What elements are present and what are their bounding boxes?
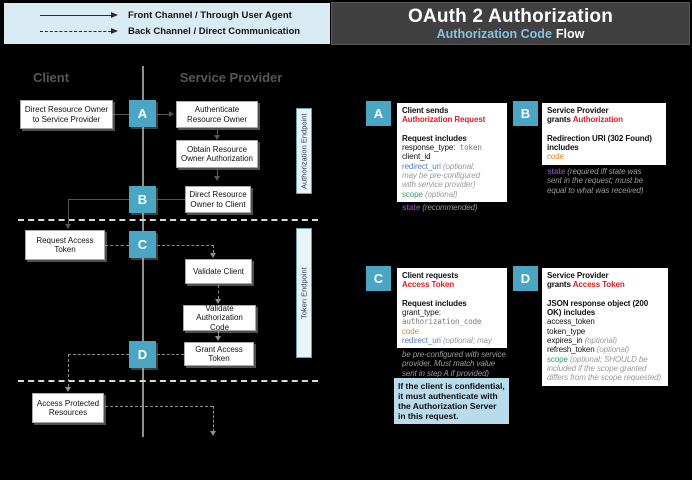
connector-d-down-to-access-resources [68, 354, 69, 387]
title-bar: OAuth 2 Authorization Authorization Code… [331, 2, 690, 45]
connector-a-to-authenticate [157, 114, 170, 115]
connector-final-down [213, 406, 214, 432]
step-validate-authorization-code: Validate Authorization Code [183, 304, 256, 332]
connector-access-resources-rightward [105, 406, 213, 407]
step-authenticate-resource-owner: Authenticate Resource Owner [176, 101, 258, 128]
step-marker-d: D [129, 341, 156, 368]
connector-d-leftward [68, 354, 129, 355]
connector-obtain-to-direct-client [217, 169, 218, 177]
page-title: OAuth 2 Authorization [407, 6, 614, 27]
step-marker-c: C [129, 231, 156, 258]
column-header-service-provider: Service Provider [179, 70, 283, 85]
note-marker-d: D [513, 266, 538, 291]
solid-arrow-icon [40, 11, 118, 18]
connector-grant-to-d [157, 354, 184, 355]
step-request-access-token: Request Access Token [25, 230, 105, 260]
phase-separator-1 [18, 219, 318, 221]
connector-direct-client-to-b [157, 199, 185, 200]
back-channel-label: Back Channel / Direct Communication [128, 26, 301, 37]
step-access-protected-resources: Access Protected Resources [32, 393, 104, 423]
note-c-confidential-client-callout: If the client is confidential, it must a… [393, 377, 510, 425]
arrowhead-down [214, 176, 220, 181]
phase-separator-2 [18, 380, 318, 382]
step-direct-resource-owner-to-service-provider: Direct Resource Owner to Service Provide… [20, 100, 113, 129]
connector-c-rightward [157, 245, 214, 246]
arrowhead-down [65, 387, 71, 392]
connector-authenticate-to-obtain [217, 130, 218, 136]
arrowhead-down [214, 135, 220, 140]
arrowhead-down [210, 431, 216, 436]
subtitle-rest: Flow [555, 27, 585, 41]
token-endpoint-label: Token Endpoint [296, 228, 312, 358]
column-header-client: Client [32, 70, 70, 85]
note-marker-c: C [366, 266, 391, 291]
arrowhead-down [210, 253, 216, 258]
step-marker-a: A [129, 100, 156, 127]
connector-validate-client-to-validate-code [218, 285, 219, 299]
step-obtain-resource-owner-authorization: Obtain Resource Owner Authorization [176, 140, 258, 168]
connector-validate-code-to-grant [218, 331, 219, 337]
authorization-endpoint-label: Authorization Endpoint [296, 108, 312, 194]
note-marker-b: B [513, 101, 538, 126]
subtitle-highlight: Authorization Code [436, 27, 552, 41]
arrowhead-down [215, 336, 221, 341]
connector-request-token-to-c [105, 245, 129, 246]
connector-c-down-to-validate-client [213, 245, 214, 253]
front-channel-label: Front Channel / Through User Agent [128, 10, 292, 21]
step-validate-client: Validate Client [185, 259, 252, 284]
step-grant-access-token: Grant Access Token [184, 342, 254, 366]
step-marker-b: B [129, 186, 156, 213]
connector-ro-sp-to-a [113, 114, 129, 115]
arrowhead-down [65, 224, 71, 229]
step-direct-resource-owner-to-client: Direct Resource Owner to Client [185, 186, 251, 213]
arrowhead-down [215, 299, 221, 304]
arrowhead-right [169, 111, 174, 117]
connector-b-down-to-request-token [68, 199, 69, 224]
connector-b-leftward [68, 199, 129, 200]
legend-front-channel: Front Channel / Through User Agent [40, 10, 330, 21]
legend-back-channel: Back Channel / Direct Communication [40, 26, 330, 37]
note-marker-a: A [366, 101, 391, 126]
channel-legend: Front Channel / Through User Agent Back … [4, 3, 330, 44]
note-a-overflow: state (recommended) [402, 203, 478, 212]
dashed-arrow-icon [40, 27, 118, 34]
